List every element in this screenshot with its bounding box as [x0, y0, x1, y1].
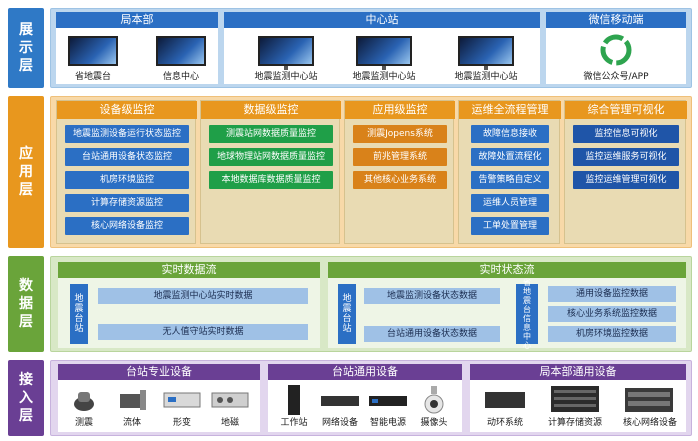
app-item: 其他核心业务系统	[353, 171, 447, 189]
realtime-status-right-row-1: 通用设备监控数据	[548, 286, 676, 302]
display-bureau-title: 局本部	[56, 12, 218, 28]
wechat-logo-icon	[600, 34, 632, 66]
realtime-data-row-2: 无人值守站实时数据	[98, 324, 308, 340]
network-device-icon	[321, 396, 359, 406]
layer-label-data: 数据层	[8, 256, 44, 352]
access-station-box: 台站专业设备 测震 流体 形变 地磁	[58, 364, 260, 432]
app-item: 监控信息可视化	[573, 125, 679, 143]
smart-power-icon	[369, 396, 407, 406]
monitor-icon	[156, 36, 206, 66]
core-network-icon	[625, 388, 673, 412]
access-station-item-3: 形变	[172, 418, 191, 428]
access-bureau-item-1: 动环系统	[486, 418, 523, 428]
realtime-status-right-row-3: 机房环境监控数据	[548, 326, 676, 342]
app-column-3: 应用级监控测震Jopens系统前兆管理系统其他核心业务系统	[344, 100, 455, 244]
app-column-title: 设备级监控	[57, 101, 197, 119]
realtime-data-row-1: 地震监测中心站实时数据	[98, 288, 308, 304]
access-bureau-title: 局本部通用设备	[470, 364, 686, 380]
magnetometer-icon	[211, 392, 249, 408]
access-bureau-item-3: 核心网络设备	[622, 418, 677, 428]
camera-icon	[424, 386, 444, 414]
access-station-item-1: 测震	[74, 418, 93, 428]
app-column-1: 设备级监控地震监测设备运行状态监控台站通用设备状态监控机房环境监控计算存储资源监…	[56, 100, 197, 244]
display-center-box: 中心站 地震监测中心站 地震监测中心站 地震监测中心站	[224, 12, 540, 84]
access-bureau-item-2: 计算存储资源	[547, 418, 602, 428]
realtime-status-side-left: 地震台站	[338, 284, 356, 344]
app-item: 计算存储资源监控	[65, 194, 189, 212]
access-station-item-4: 地磁	[220, 418, 239, 428]
fluid-instrument-icon	[120, 390, 146, 410]
workstation-icon	[288, 385, 300, 415]
access-station-title: 台站专业设备	[58, 364, 260, 380]
realtime-status-right-row-2: 核心业务系统监控数据	[548, 306, 676, 322]
app-item: 机房环境监控	[65, 171, 189, 189]
access-general-title: 台站通用设备	[268, 364, 462, 380]
app-item: 告警策略自定义	[471, 171, 549, 189]
realtime-status-box: 实时状态流 地震台站 地震监测设备状态数据 台站通用设备状态数据 省地震台信息中…	[328, 262, 686, 350]
app-item: 台站通用设备状态监控	[65, 148, 189, 166]
environment-system-icon	[485, 392, 525, 408]
access-general-item-4: 摄像头	[420, 418, 448, 428]
monitor-icon	[458, 36, 514, 66]
access-bureau-box: 局本部通用设备 动环系统 计算存储资源 核心网络设备	[470, 364, 686, 432]
app-item: 测震站网数据质量监控	[209, 125, 333, 143]
display-bureau-item-1: 省地震台	[74, 72, 111, 82]
monitor-stand	[484, 66, 488, 70]
monitor-stand	[382, 66, 386, 70]
app-item: 前兆管理系统	[353, 148, 447, 166]
app-item: 运维人员管理	[471, 194, 549, 212]
monitor-icon	[356, 36, 412, 66]
display-wechat-box: 微信移动端 微信公众号/APP	[546, 12, 686, 84]
display-bureau-item-2: 信息中心	[162, 72, 199, 82]
access-station-item-2: 流体	[122, 418, 141, 428]
access-general-item-3: 智能电源	[369, 418, 406, 428]
layer-label-application: 应用层	[8, 96, 44, 248]
app-column-title: 应用级监控	[345, 101, 455, 119]
monitor-icon	[258, 36, 314, 66]
app-item: 地球物理站网数据质量监控	[209, 148, 333, 166]
access-general-item-2: 网络设备	[321, 418, 358, 428]
app-column-title: 运维全流程管理	[459, 101, 561, 119]
display-wechat-title: 微信移动端	[546, 12, 686, 28]
layer-label-access: 接入层	[8, 360, 44, 436]
realtime-data-title: 实时数据流	[58, 262, 320, 278]
access-general-box: 台站通用设备 工作站 网络设备 智能电源 摄像头	[268, 364, 462, 432]
display-center-item-1: 地震监测中心站	[254, 72, 318, 82]
realtime-data-box: 实时数据流 地震台站 地震监测中心站实时数据 无人值守站实时数据	[58, 262, 320, 348]
display-center-title: 中心站	[224, 12, 540, 28]
seismometer-icon	[74, 392, 94, 411]
access-general-item-1: 工作站	[280, 418, 308, 428]
display-center-item-2: 地震监测中心站	[352, 72, 416, 82]
app-column-2: 数据级监控测震站网数据质量监控地球物理站网数据质量监控本地数据库数据质量监控	[200, 100, 341, 244]
realtime-status-left-row-1: 地震监测设备状态数据	[364, 288, 500, 304]
app-column-4: 运维全流程管理故障信息接收故障处置流程化告警策略自定义运维人员管理工单处置管理	[458, 100, 561, 244]
app-item: 地震监测设备运行状态监控	[65, 125, 189, 143]
compute-storage-icon	[551, 386, 599, 412]
app-column-title: 综合管理可视化	[565, 101, 687, 119]
display-wechat-item: 微信公众号/APP	[583, 72, 649, 82]
realtime-status-side-right: 省地震台信息中心	[516, 278, 538, 350]
app-item: 核心网络设备监控	[65, 217, 189, 235]
app-item: 监控运维服务可视化	[573, 148, 679, 166]
monitor-stand	[284, 66, 288, 70]
display-bureau-box: 局本部 省地震台 信息中心	[56, 12, 218, 84]
app-item: 测震Jopens系统	[353, 125, 447, 143]
app-item: 工单处置管理	[471, 217, 549, 235]
app-item: 故障信息接收	[471, 125, 549, 143]
monitor-icon	[68, 36, 118, 66]
realtime-status-left-row-2: 台站通用设备状态数据	[364, 326, 500, 342]
display-center-item-3: 地震监测中心站	[454, 72, 518, 82]
app-column-title: 数据级监控	[201, 101, 341, 119]
app-item: 监控运维管理可视化	[573, 171, 679, 189]
app-column-5: 综合管理可视化监控信息可视化监控运维服务可视化监控运维管理可视化	[564, 100, 687, 244]
realtime-status-title: 实时状态流	[328, 262, 686, 278]
realtime-data-side: 地震台站	[70, 284, 88, 344]
app-item: 本地数据库数据质量监控	[209, 171, 333, 189]
deformation-instrument-icon	[163, 392, 201, 408]
layer-label-display: 展示层	[8, 8, 44, 88]
app-item: 故障处置流程化	[471, 148, 549, 166]
